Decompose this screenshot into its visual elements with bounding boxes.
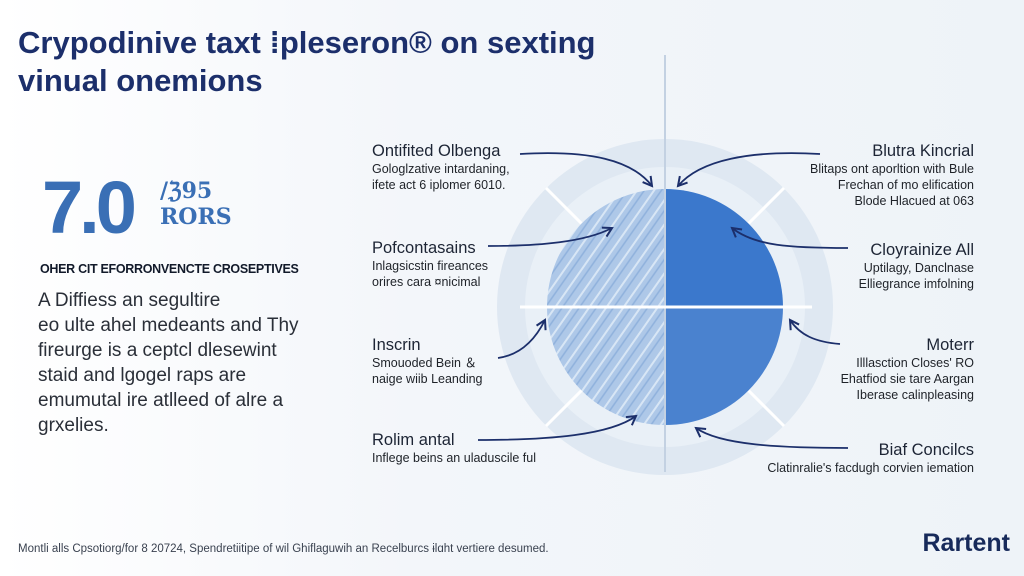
label-desc: naige wiib Leanding	[372, 372, 483, 386]
label-desc: Clatinralie's facdugh corvien iemation	[767, 461, 974, 475]
label-heading: Cloyrainize All	[870, 241, 974, 259]
stat-caption: OHER CIT EFORRONVENCTE CROSEPTIVES	[40, 262, 299, 276]
brand-logo: Rartent	[922, 529, 1010, 557]
label-desc: Inlagsicstin fireances	[372, 259, 489, 273]
big-stat-side-line-1: /ℨ95	[160, 178, 213, 204]
label-desc: Blode Hlacued at 063	[854, 194, 974, 208]
arrow-right-2	[730, 226, 849, 249]
big-stat-value: 7.0	[42, 166, 137, 249]
label-right-1: Blutra Kincrial Blitaps ont aporltion wi…	[810, 141, 974, 209]
arrow-right-1	[676, 152, 821, 188]
label-left-4: Rolim antal Inflege beins an uladuscile …	[372, 430, 536, 466]
label-heading: Rolim antal	[372, 431, 455, 449]
label-right-3: Moterr Illlasction Closes' RO Ehatfiod s…	[841, 335, 974, 403]
label-desc: orires cara ¤nicimal	[372, 275, 481, 289]
arrow-left-2	[487, 226, 614, 247]
title-line-2: vinual onemions	[18, 63, 263, 98]
label-desc: Iberase calinpleasing	[856, 388, 974, 402]
label-heading: Biaf Concilcs	[878, 441, 974, 459]
label-heading: Blutra Kincrial	[872, 142, 974, 160]
body-line: fireurge is a ceptcl dlesewint	[38, 340, 277, 361]
quadrant-top-left	[547, 189, 665, 307]
label-desc: Gologlzative intardaning,	[372, 162, 510, 176]
label-desc: Smouoded Bein ＆	[372, 356, 477, 370]
body-line: A Diffiess an segultire	[38, 290, 221, 311]
label-heading: Pofcontasains	[372, 239, 476, 257]
label-desc: Frechan of mo elification	[837, 178, 974, 192]
body-line: emumutal ire atlleed of alre a	[38, 390, 284, 411]
label-right-4: Biaf Concilcs Clatinralie's facdugh corv…	[767, 440, 974, 476]
label-right-2: Cloyrainize All Uptilagy, Danclnase Elli…	[859, 240, 974, 292]
label-left-1: Ontifited Olbenga Gologlzative intardani…	[372, 141, 510, 193]
title-line-1: Crypodinive taxt ⁞pleseron® on sexting	[18, 25, 596, 60]
connector-arrows	[477, 152, 849, 449]
arrow-right-3	[788, 318, 841, 345]
footer-note: Montli alls Cpsotiorg/for 8 20724, Spend…	[18, 543, 549, 555]
arrow-left-4	[477, 414, 638, 441]
label-desc: Inflege beins an uladuscile ful	[372, 451, 537, 465]
label-desc: Ehatfiod sie tare Aargan	[840, 372, 974, 386]
label-desc: ifete act 6 iplomer 6010.	[372, 178, 506, 192]
arrow-left-1	[519, 152, 654, 188]
label-left-2: Pofcontasains Inlagsicstin fireances ori…	[372, 238, 488, 290]
label-heading: Moterr	[926, 336, 974, 354]
label-left-3: Inscrin Smouoded Bein ＆ naige wiib Leand…	[372, 335, 483, 387]
label-desc: Blitaps ont aporltion with Bule	[810, 162, 974, 176]
label-desc: Illlasction Closes' RO	[856, 356, 974, 370]
body-paragraph: A Diffiess an segultire eo ulte ahel med…	[38, 288, 338, 438]
body-line: staid and lgogel raps are	[38, 365, 247, 386]
label-desc: Uptilagy, Danclnase	[863, 261, 974, 275]
label-heading: Ontifited Olbenga	[372, 142, 501, 160]
quadrant-bottom-right	[665, 307, 783, 425]
label-heading: Inscrin	[372, 336, 421, 354]
quadrant-top-right	[665, 189, 783, 307]
arrow-right-4	[694, 426, 849, 449]
body-line: eo ulte ahel medeants and Thy	[38, 315, 299, 336]
big-stat-side-line-2: RORS	[160, 204, 232, 230]
body-line: grxelies.	[38, 415, 109, 436]
page-title: Crypodinive taxt ⁞pleseron® on sexting v…	[18, 24, 718, 100]
big-stat-side: /ℨ95 RORS	[160, 178, 250, 230]
label-desc: Elliegrance imfolning	[858, 277, 974, 291]
quadrant-bottom-left	[547, 307, 665, 425]
arrow-left-3	[497, 318, 547, 359]
